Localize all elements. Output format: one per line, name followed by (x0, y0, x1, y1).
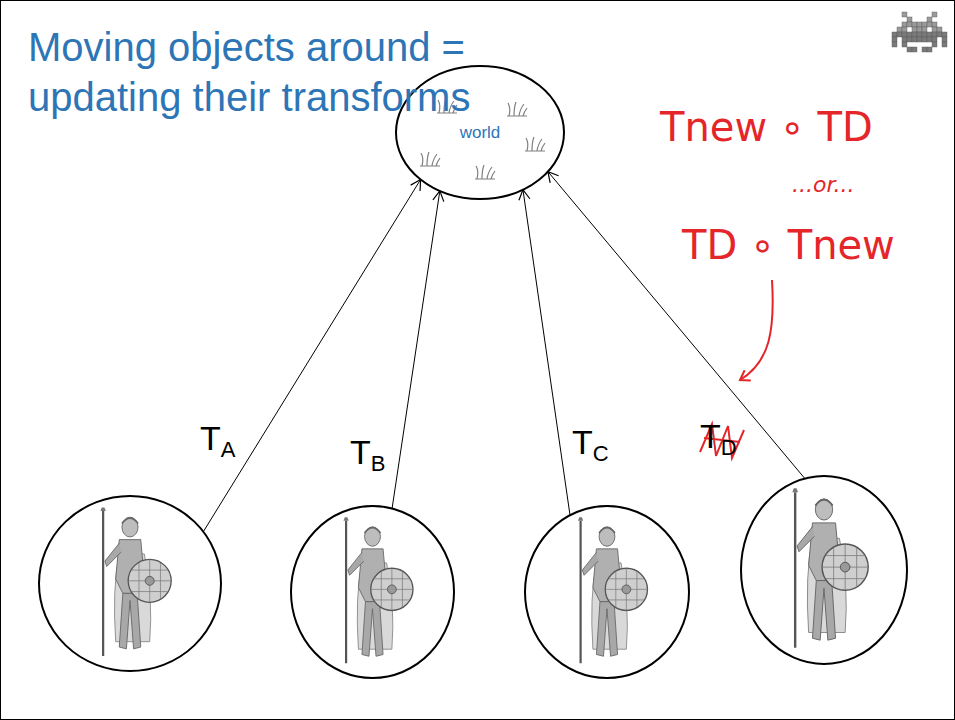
icon-pixel (927, 17, 932, 22)
icon-pixel (917, 27, 922, 32)
icon-pixel (902, 32, 907, 37)
soldier-figure (100, 504, 171, 656)
icon-pixel (912, 37, 917, 42)
object-circle (290, 505, 455, 679)
icon-pixel (932, 37, 937, 42)
icon-pixel (902, 37, 907, 42)
transform-arrow (392, 191, 440, 509)
icon-pixel (927, 32, 932, 37)
icon-pixel (932, 22, 937, 27)
grass-tuft (525, 137, 545, 151)
circle-border (525, 506, 689, 678)
annotation-arrow (740, 280, 773, 380)
icon-pixel (922, 27, 927, 32)
icon-pixel (902, 22, 907, 27)
soldier-figure (343, 514, 413, 664)
transform-label: TB (350, 432, 385, 484)
transform-label: TC (572, 422, 609, 474)
icon-pixel (917, 22, 922, 27)
icon-pixel (917, 37, 922, 42)
circle-border (291, 506, 454, 678)
icon-pixel (942, 32, 947, 37)
node-label: world (460, 123, 501, 143)
icon-pixel (912, 27, 917, 32)
circle-outline (740, 475, 908, 665)
icon-pixel (907, 32, 912, 37)
object-circle (740, 475, 908, 665)
icon-pixel (932, 32, 937, 37)
icon-pixel (917, 32, 922, 37)
icon-pixel (902, 27, 907, 32)
icon-pixel (912, 32, 917, 37)
icon-pixel (922, 47, 927, 52)
space-invader-icon (892, 12, 947, 52)
icon-pixel (922, 22, 927, 27)
object-circle (524, 505, 690, 679)
transform-label: TD (700, 416, 737, 468)
transform-arrow (523, 190, 570, 516)
grass-tuft (507, 102, 527, 116)
circle-outline (38, 495, 222, 672)
icon-pixel (902, 12, 907, 17)
icon-pixel (892, 37, 897, 42)
icon-pixel (932, 12, 937, 17)
icon-pixel (932, 42, 937, 47)
transform-arrow (203, 180, 420, 532)
icon-pixel (902, 42, 907, 47)
handwritten-note: Tnew ∘ TD (660, 104, 873, 150)
transform-label: TA (200, 418, 235, 470)
icon-pixel (942, 37, 947, 42)
icon-pixel (897, 27, 902, 32)
icon-pixel (932, 27, 937, 32)
circle-outline (524, 505, 690, 679)
icon-pixel (927, 47, 932, 52)
icon-pixel (937, 27, 942, 32)
icon-pixel (937, 32, 942, 37)
grass-tuft (475, 165, 495, 179)
icon-pixel (942, 42, 947, 47)
icon-pixel (922, 32, 927, 37)
circle-border (39, 496, 221, 671)
circle-outline (290, 505, 455, 679)
handwritten-note: ...or... (792, 172, 854, 197)
icon-pixel (907, 17, 912, 22)
icon-pixel (907, 47, 912, 52)
icon-pixel (907, 37, 912, 42)
handwritten-note: TD ∘ Tnew (682, 222, 895, 268)
grass-tuft (420, 152, 440, 166)
icon-pixel (922, 37, 927, 42)
icon-pixel (912, 47, 917, 52)
icon-pixel (912, 22, 917, 27)
slide-title: Moving objects around = updating their t… (28, 22, 588, 122)
icon-pixel (892, 42, 897, 47)
icon-pixel (897, 32, 902, 37)
icon-pixel (892, 32, 897, 37)
icon-pixel (927, 22, 932, 27)
transform-arrow (548, 172, 805, 479)
soldier-figure (578, 514, 648, 664)
soldier-figure (792, 484, 868, 647)
icon-pixel (927, 37, 932, 42)
icon-pixel (907, 22, 912, 27)
object-circle (38, 495, 222, 672)
circle-border (741, 476, 907, 664)
